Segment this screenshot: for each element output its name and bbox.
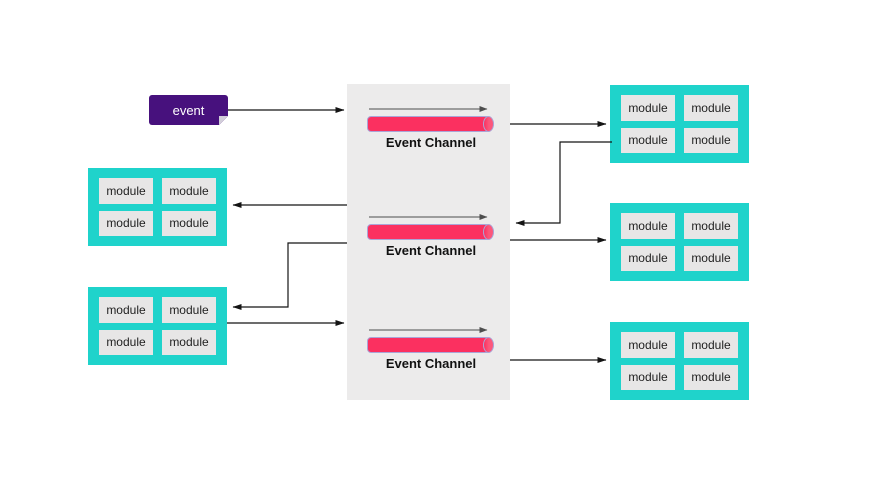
event-channel-3: Event Channel [367, 325, 495, 371]
event-channel-cylinder [367, 224, 494, 240]
cylinder-cap [483, 224, 494, 240]
module-group-right-2: module module module module [610, 203, 749, 281]
module-box: module [621, 127, 675, 153]
module-box: module [162, 329, 216, 355]
module-box: module [162, 178, 216, 204]
cylinder-cap [483, 116, 494, 132]
flow-direction-arrow [369, 106, 488, 112]
module-box: module [621, 364, 675, 390]
arrow-right-group1-to-channel-2 [515, 141, 612, 226]
module-group-right-1: module module module module [610, 85, 749, 163]
event-channel-1: Event Channel [367, 104, 495, 150]
event-channel-label: Event Channel [385, 243, 477, 258]
flow-direction-arrow [369, 327, 488, 333]
module-group-left-1: module module module module [88, 168, 227, 246]
module-box: module [99, 178, 153, 204]
cylinder-cap [483, 337, 494, 353]
module-box: module [621, 332, 675, 358]
module-group-right-3: module module module module [610, 322, 749, 400]
module-box: module [684, 332, 738, 358]
event-channel-cylinder [367, 337, 494, 353]
module-box: module [621, 95, 675, 121]
module-group-left-2: module module module module [88, 287, 227, 365]
folded-corner [219, 116, 228, 125]
event-box: event [149, 95, 228, 125]
flow-direction-arrow [369, 214, 488, 220]
module-box: module [162, 297, 216, 323]
event-channel-cylinder [367, 116, 494, 132]
module-box: module [684, 245, 738, 271]
module-box: module [684, 95, 738, 121]
event-channel-2: Event Channel [367, 212, 495, 258]
module-box: module [684, 364, 738, 390]
module-box: module [99, 329, 153, 355]
event-channel-panel: Event Channel Event Channel Event Channe… [347, 84, 510, 400]
module-box: module [684, 127, 738, 153]
module-box: module [162, 210, 216, 236]
event-channel-label: Event Channel [385, 356, 477, 371]
module-box: module [684, 213, 738, 239]
module-box: module [99, 297, 153, 323]
event-channel-label: Event Channel [385, 135, 477, 150]
arrow-channel2-to-left-group-2 [232, 242, 347, 310]
module-box: module [621, 245, 675, 271]
module-box: module [99, 210, 153, 236]
module-box: module [621, 213, 675, 239]
event-label: event [172, 102, 205, 118]
